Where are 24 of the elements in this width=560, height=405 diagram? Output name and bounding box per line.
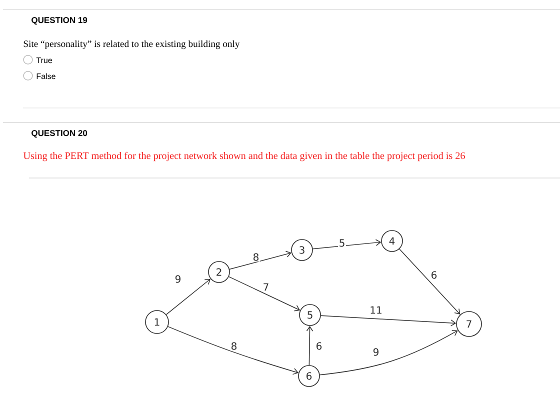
edge-label: 8 <box>230 341 238 351</box>
question-text: Using the PERT method for the project network shown and the data given in the table the project period is 26 <box>23 152 465 162</box>
edge-label: 8 <box>252 252 260 262</box>
arrow <box>168 326 299 375</box>
question-heading: QUESTION 20 <box>32 130 88 138</box>
arrow <box>228 276 300 312</box>
arrow <box>229 250 292 270</box>
option-label: False <box>36 73 56 80</box>
edge-label: 7 <box>262 282 270 292</box>
arrow <box>306 326 314 366</box>
edge-label: 9 <box>174 274 182 284</box>
question-text: Site “personality” is related to the existing building only <box>24 40 240 50</box>
option-label: True <box>36 58 52 64</box>
edge-label: 9 <box>372 347 380 357</box>
arrow <box>319 330 458 376</box>
edge-label: 5 <box>338 238 346 248</box>
edge-label: 6 <box>430 270 438 280</box>
arrow <box>320 315 456 326</box>
edge-label: 6 <box>315 341 323 351</box>
arrow <box>166 278 211 315</box>
question-heading: QUESTION 19 <box>32 17 88 25</box>
edge-label: 11 <box>368 306 384 314</box>
arrow <box>312 239 382 250</box>
arrow <box>399 248 460 315</box>
